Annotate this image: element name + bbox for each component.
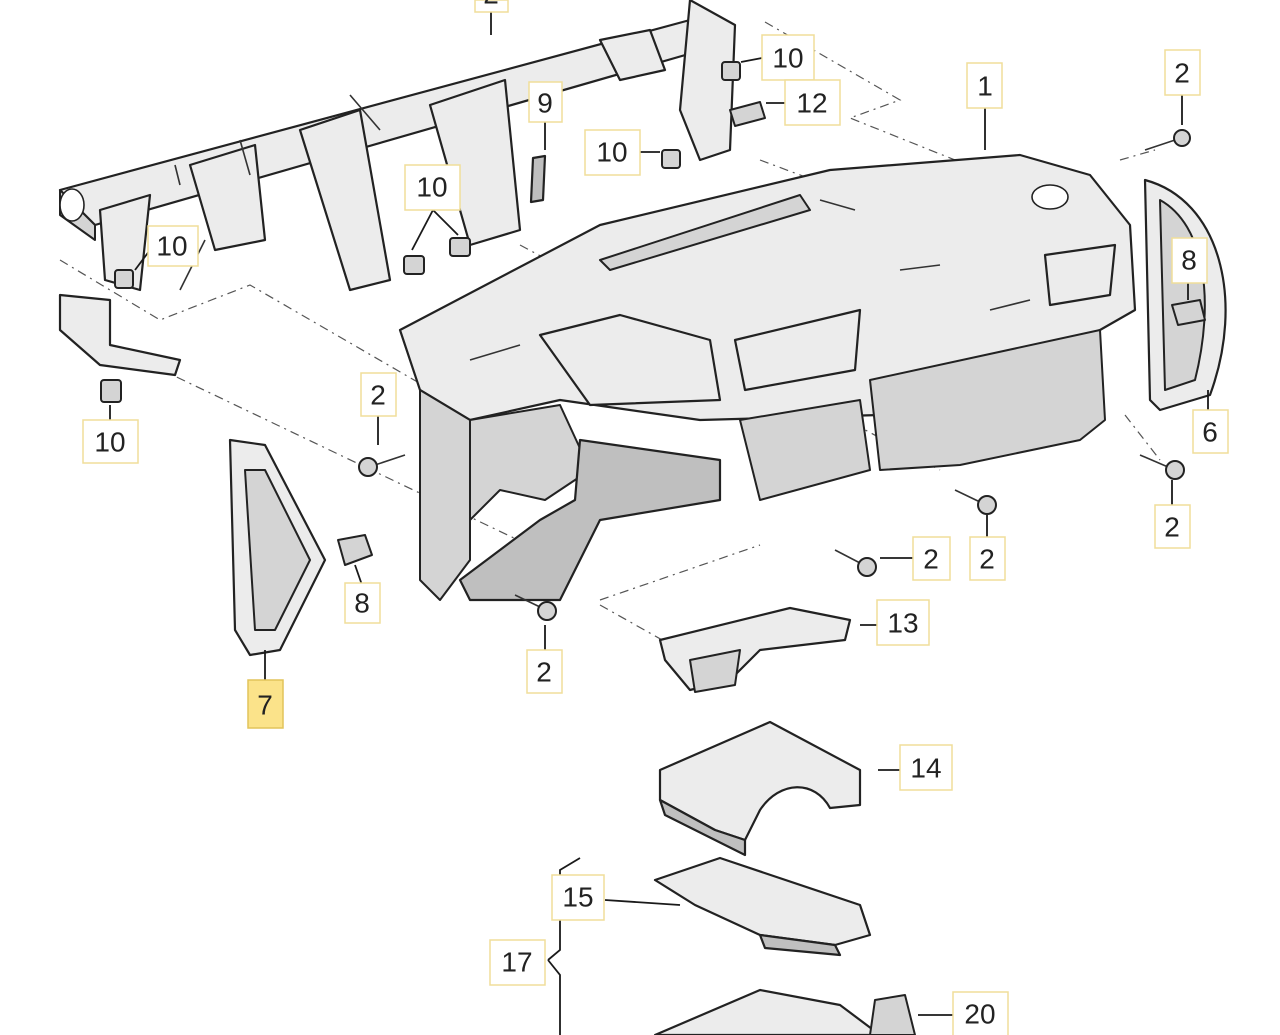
svg-text:2: 2 (1164, 512, 1180, 543)
callout-1[interactable]: 1 (966, 62, 1003, 109)
bracket-12 (729, 101, 766, 127)
clip-left (337, 534, 373, 566)
steering-cover-lower (653, 988, 882, 1035)
callout-15[interactable]: 15 (551, 874, 605, 921)
svg-text:13: 13 (887, 608, 918, 639)
clip-right (1171, 299, 1206, 326)
side-cover-left (228, 438, 327, 657)
nuts-10 (100, 61, 741, 403)
svg-text:8: 8 (354, 588, 370, 619)
leader-lines (109, 10, 1209, 1035)
svg-text:8: 8 (1181, 245, 1197, 276)
steering-cover-middle (653, 856, 872, 957)
callout-10-top[interactable]: 10 (761, 34, 815, 81)
side-cover-right (1143, 178, 1227, 412)
svg-text:6: 6 (1202, 417, 1218, 448)
steering-cover-upper (658, 720, 862, 857)
callout-2-far-right[interactable]: 2 (1154, 504, 1191, 549)
cross-member-beam (58, 0, 737, 377)
svg-text:2: 2 (483, 0, 499, 10)
callout-2-center-right[interactable]: 2 (969, 536, 1006, 581)
svg-text:10: 10 (156, 231, 187, 262)
callout-8-right[interactable]: 8 (1171, 237, 1208, 284)
svg-text:10: 10 (772, 43, 803, 74)
svg-text:2: 2 (370, 380, 386, 411)
svg-text:10: 10 (416, 172, 447, 203)
callout-2-top-right[interactable]: 2 (1164, 49, 1201, 96)
callout-10-mid[interactable]: 10 (584, 129, 641, 176)
dash-panel (398, 153, 1137, 602)
callout-10-bottom-left[interactable]: 10 (82, 419, 139, 464)
callout-2-hidden-top[interactable]: 2 (474, 0, 509, 13)
callout-13[interactable]: 13 (876, 599, 930, 646)
callout-2-left[interactable]: 2 (360, 372, 397, 417)
svg-text:14: 14 (910, 753, 941, 784)
callout-10-center[interactable]: 10 (404, 164, 461, 211)
svg-text:9: 9 (537, 88, 553, 119)
screws-2 (358, 129, 1191, 621)
bracket-13 (658, 606, 852, 693)
svg-text:7: 7 (257, 690, 273, 721)
callout-20[interactable]: 20 (952, 991, 1009, 1035)
svg-text:2: 2 (979, 544, 995, 575)
callout-17[interactable]: 17 (489, 939, 546, 986)
callout-6[interactable]: 6 (1192, 409, 1229, 454)
svg-text:17: 17 (501, 947, 532, 978)
callout-7[interactable]: 7 (247, 679, 284, 729)
callout-14[interactable]: 14 (899, 744, 953, 791)
trim-20 (869, 994, 916, 1035)
svg-text:20: 20 (964, 999, 995, 1030)
svg-text:12: 12 (796, 88, 827, 119)
callout-8-left[interactable]: 8 (344, 582, 381, 624)
svg-text:10: 10 (596, 137, 627, 168)
svg-text:10: 10 (94, 427, 125, 458)
callout-12[interactable]: 12 (784, 79, 841, 126)
callout-labels: 1 2 2 2 2 2 2 2 (82, 0, 1229, 1035)
callout-2-middle[interactable]: 2 (912, 536, 951, 581)
svg-text:2: 2 (923, 544, 939, 575)
svg-text:2: 2 (536, 657, 552, 688)
callout-2-bottom[interactable]: 2 (526, 649, 563, 694)
svg-text:1: 1 (977, 71, 993, 102)
callout-10-left[interactable]: 10 (147, 225, 199, 267)
svg-text:15: 15 (562, 882, 593, 913)
strip-9 (529, 154, 547, 204)
svg-text:2: 2 (1174, 58, 1190, 89)
callout-9[interactable]: 9 (528, 81, 563, 123)
